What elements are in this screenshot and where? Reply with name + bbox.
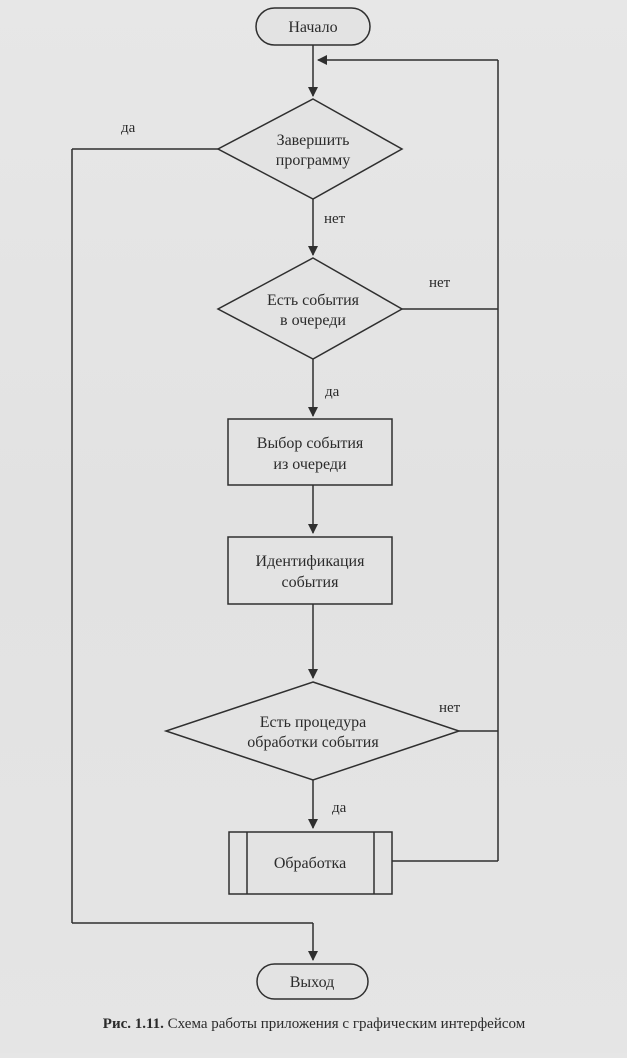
predefined-process-handling: Обработка (228, 831, 393, 895)
figure-caption: Рис. 1.11. Схема работы приложения с гра… (103, 1016, 526, 1032)
decision-finish-line-2: программу (276, 152, 350, 169)
process-identify-line-2: события (282, 574, 340, 591)
predefined-process-label: Обработка (274, 855, 346, 872)
finish-no-label: нет (324, 211, 346, 227)
predefined-process-shape (228, 831, 393, 895)
end-label: Выход (290, 974, 335, 991)
finish-yes-label: да (121, 120, 136, 136)
figure-caption-text: Схема работы приложения с графическим ин… (164, 1016, 526, 1032)
process-select-shape (227, 418, 393, 486)
start-terminal-shape (255, 7, 371, 46)
start-label: Начало (288, 19, 337, 36)
handler-yes-label: да (332, 800, 347, 816)
handler-no-label: нет (439, 700, 461, 716)
decision-finish-program: Завершить программу (216, 98, 404, 200)
process-select-event: Выбор события из очереди (227, 418, 393, 486)
process-select-line-2: из очереди (273, 456, 347, 473)
process-identify-event: Идентификация события (227, 536, 393, 605)
decision-events-line-1: Есть события (267, 292, 360, 309)
flow-connectors (71, 45, 499, 961)
start-terminal: Начало (255, 7, 371, 46)
decision-handler-exists: Есть процедура обработки события (163, 681, 462, 781)
process-identify-line-1: Идентификация (256, 553, 366, 570)
process-select-line-1: Выбор события (257, 435, 364, 452)
decision-finish-line-1: Завершить (277, 132, 350, 149)
decision-finish-shape (216, 98, 404, 200)
edge-labels: да нет нет да нет да (121, 120, 461, 816)
decision-handler-line-2: обработки события (247, 734, 379, 751)
figure-caption-prefix: Рис. 1.11. (103, 1016, 164, 1032)
events-no-label: нет (429, 275, 451, 291)
decision-handler-line-1: Есть процедура (260, 714, 366, 731)
decision-handler-shape (163, 681, 462, 781)
end-terminal: Выход (256, 963, 369, 1000)
decision-events-line-2: в очереди (280, 312, 346, 329)
end-terminal-shape (256, 963, 369, 1000)
events-yes-label: да (325, 384, 340, 400)
process-identify-shape (227, 536, 393, 605)
decision-events-in-queue: Есть события в очереди (216, 257, 404, 360)
decision-events-shape (216, 257, 404, 360)
